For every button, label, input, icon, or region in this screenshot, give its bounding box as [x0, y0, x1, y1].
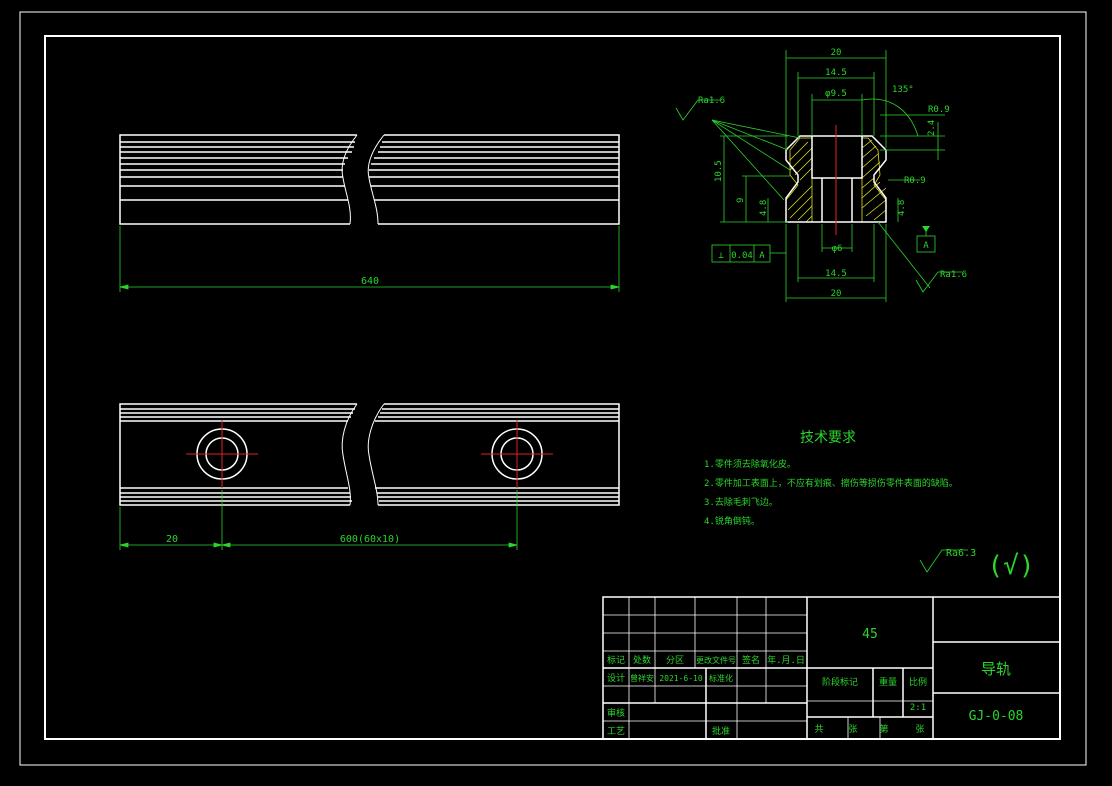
tech-title: 技术要求 — [800, 430, 856, 446]
dim-height-total: 10.5 — [714, 160, 724, 182]
section-view: 20 14.5 φ9.5 135° R0.9 2.4 R0.9 10.5 9 4… — [675, 48, 967, 302]
tb-h-chushu: 处数 — [633, 654, 651, 666]
datum-label: A — [923, 241, 929, 251]
title-block: 标记 处数 分区 更改文件号 签名 年.月.日 设计 曾祥安 2021-6-10… — [602, 596, 1061, 740]
tb-design-date: 2021-6-10 — [659, 674, 703, 683]
tb-scale-label: 比例 — [909, 676, 927, 688]
dim-angle: 135° — [892, 85, 914, 95]
top-offset-dim: 20 — [166, 534, 178, 545]
tb-stage-label: 阶段标记 — [822, 676, 858, 688]
tb-h-change: 更改文件号 — [696, 655, 736, 665]
tb-sheets-zhang2: 张 — [915, 724, 924, 735]
tb-std-label: 标准化 — [709, 673, 733, 683]
tb-scale-value: 2:1 — [910, 703, 926, 713]
tb-designer: 曾祥安 — [630, 673, 654, 683]
tech-item-2: 2.零件加工表面上，不应有划痕、擦伤等损伤零件表面的缺陷。 — [704, 477, 958, 489]
tb-sheets-zhang: 张 — [848, 724, 857, 735]
dim-depth: 2.4 — [927, 120, 937, 136]
dim-height-9: 9 — [736, 198, 746, 203]
roughness-right: Ra1.6 — [940, 270, 967, 280]
tb-weight-label: 重量 — [879, 676, 897, 688]
tb-material: 45 — [862, 627, 878, 642]
tech-requirements: 技术要求 1.零件须去除氧化皮。 2.零件加工表面上，不应有划痕、擦伤等损伤零件… — [704, 430, 958, 527]
tb-design-label: 设计 — [607, 672, 625, 684]
tb-h-sign: 签名 — [742, 654, 760, 666]
tb-review-label: 审核 — [607, 707, 625, 719]
roughness-other: (√) — [988, 551, 1035, 581]
outer-border — [19, 11, 1087, 766]
dim-radius-side: R0.9 — [904, 176, 926, 186]
tolerance-symbol: ⊥ — [718, 251, 724, 261]
tolerance-value: 0.04 — [731, 251, 753, 261]
tb-process-label: 工艺 — [607, 726, 625, 737]
roughness-general: Ra6.3 — [946, 548, 976, 559]
top-view: 20 600(60x10) — [119, 403, 620, 550]
dim-height-left: 4.8 — [759, 200, 769, 216]
tb-approve-label: 批准 — [712, 725, 730, 737]
tolerance-datum: A — [759, 251, 765, 261]
tb-drawing-no: GJ-0-08 — [969, 709, 1024, 724]
front-view: 640 — [119, 134, 620, 292]
dim-hole-small: φ6 — [832, 244, 843, 254]
tech-item-1: 1.零件须去除氧化皮。 — [704, 458, 796, 470]
dim-radius-top: R0.9 — [928, 105, 950, 115]
general-roughness: Ra6.3 (√) — [919, 548, 1035, 581]
dim-height-right: 4.8 — [897, 200, 907, 216]
tb-sheets-di: 第 — [879, 723, 888, 735]
dim-width-bottom: 20 — [831, 289, 842, 299]
top-pitch-dim: 600(60x10) — [340, 534, 400, 545]
inner-border — [44, 35, 1061, 740]
roughness-left: Ra1.6 — [698, 96, 725, 106]
dim-width-mid: 14.5 — [825, 68, 847, 78]
tb-part-name: 导轨 — [981, 660, 1011, 678]
dim-hole-dia: φ9.5 — [825, 89, 847, 99]
tb-sheets-total: 共 — [814, 724, 823, 735]
tech-item-4: 4.锐角倒钝。 — [704, 515, 760, 527]
dim-width-bottom-mid: 14.5 — [825, 269, 847, 279]
tech-item-3: 3.去除毛刺飞边。 — [704, 496, 778, 508]
tb-h-date: 年.月.日 — [767, 654, 805, 666]
front-length-dim: 640 — [361, 276, 379, 287]
dim-width-top: 20 — [831, 48, 842, 58]
tb-h-biaoji: 标记 — [607, 654, 625, 666]
tb-h-fenqu: 分区 — [666, 655, 684, 666]
